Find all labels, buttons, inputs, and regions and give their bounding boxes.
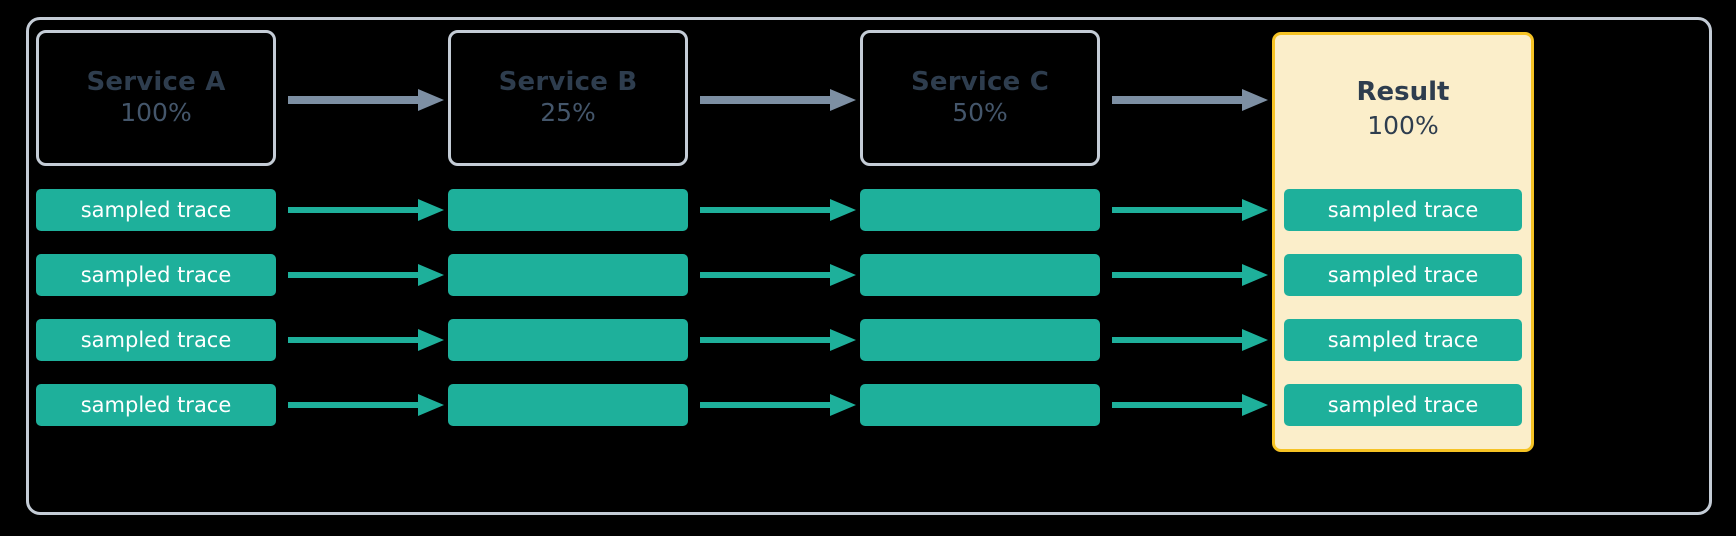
arrow-trace-r3-b-to-c xyxy=(700,326,856,354)
trace-bar-r2-service-c[interactable] xyxy=(860,254,1100,296)
trace-bar-r1-service-c[interactable] xyxy=(860,189,1100,231)
trace-bar-label: sampled trace xyxy=(80,327,232,352)
trace-bar-r4-service-b[interactable] xyxy=(448,384,688,426)
trace-bar-r3-result[interactable]: sampled trace xyxy=(1284,319,1522,361)
diagram-outer-frame xyxy=(26,17,1712,515)
trace-bar-label: sampled trace xyxy=(1327,327,1479,352)
arrow-trace-r4-c-to-result xyxy=(1112,391,1268,419)
arrow-service-a-to-b xyxy=(288,86,444,114)
service-c-title: Service C xyxy=(910,67,1050,98)
result-title: Result xyxy=(1356,77,1450,107)
service-a-percent: 100% xyxy=(120,97,192,127)
arrow-trace-r3-a-to-b xyxy=(288,326,444,354)
arrow-trace-r4-a-to-b xyxy=(288,391,444,419)
trace-bar-r3-service-c[interactable] xyxy=(860,319,1100,361)
trace-bar-r1-service-b[interactable] xyxy=(448,189,688,231)
trace-bar-label: sampled trace xyxy=(1327,392,1479,417)
arrow-service-b-to-c xyxy=(700,86,856,114)
arrow-trace-r2-b-to-c xyxy=(700,261,856,289)
trace-bar-r4-result[interactable]: sampled trace xyxy=(1284,384,1522,426)
trace-bar-r4-service-a[interactable]: sampled trace xyxy=(36,384,276,426)
arrow-trace-r2-c-to-result xyxy=(1112,261,1268,289)
service-b-title: Service B xyxy=(498,67,638,98)
service-box-service-b[interactable]: Service B 25% xyxy=(448,30,688,166)
arrow-trace-r1-b-to-c xyxy=(700,196,856,224)
arrow-trace-r2-a-to-b xyxy=(288,261,444,289)
service-box-service-c[interactable]: Service C 50% xyxy=(860,30,1100,166)
service-c-percent: 50% xyxy=(952,97,1008,127)
trace-bar-r3-service-a[interactable]: sampled trace xyxy=(36,319,276,361)
result-box[interactable]: Result 100% xyxy=(1272,32,1534,452)
trace-bar-label: sampled trace xyxy=(1327,197,1479,222)
trace-bar-r2-service-b[interactable] xyxy=(448,254,688,296)
arrow-trace-r3-c-to-result xyxy=(1112,326,1268,354)
arrow-service-c-to-result xyxy=(1112,86,1268,114)
service-box-service-a[interactable]: Service A 100% xyxy=(36,30,276,166)
trace-bar-r3-service-b[interactable] xyxy=(448,319,688,361)
result-percent: 100% xyxy=(1367,111,1439,140)
arrow-trace-r1-c-to-result xyxy=(1112,196,1268,224)
arrow-trace-r4-b-to-c xyxy=(700,391,856,419)
trace-bar-label: sampled trace xyxy=(1327,262,1479,287)
arrow-trace-r1-a-to-b xyxy=(288,196,444,224)
service-b-percent: 25% xyxy=(540,97,596,127)
trace-bar-label: sampled trace xyxy=(80,262,232,287)
trace-bar-label: sampled trace xyxy=(80,392,232,417)
service-a-title: Service A xyxy=(86,67,226,98)
trace-bar-r1-result[interactable]: sampled trace xyxy=(1284,189,1522,231)
trace-bar-r4-service-c[interactable] xyxy=(860,384,1100,426)
trace-bar-r2-result[interactable]: sampled trace xyxy=(1284,254,1522,296)
trace-bar-label: sampled trace xyxy=(80,197,232,222)
trace-bar-r2-service-a[interactable]: sampled trace xyxy=(36,254,276,296)
trace-bar-r1-service-a[interactable]: sampled trace xyxy=(36,189,276,231)
